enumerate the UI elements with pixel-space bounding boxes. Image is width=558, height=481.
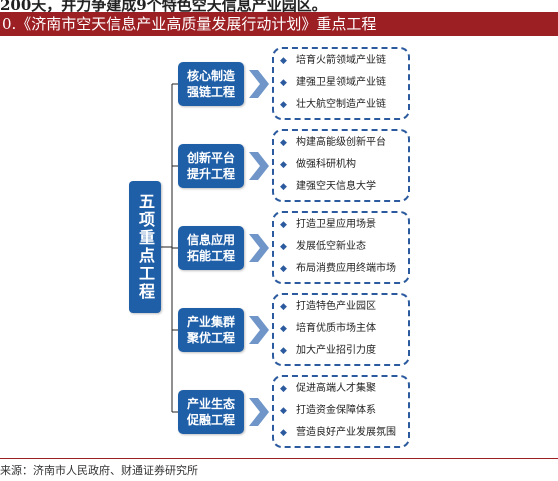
category-label-line2: 促融工程	[186, 413, 235, 427]
list-item: ◆培育优质市场主体	[280, 321, 402, 337]
chevron-arrow-icon	[249, 316, 269, 344]
list-item: ◆建强卫星领域产业链	[280, 75, 402, 91]
category-label-line1: 产业集群	[186, 315, 235, 329]
list-item: ◆壮大航空制造产业链	[280, 97, 402, 113]
category-label-line2: 强链工程	[186, 85, 235, 99]
diamond-bullet-icon: ◆	[280, 160, 287, 170]
chevron-arrow-icon	[249, 234, 269, 262]
item-group-industrial-cluster: ◆打造特色产业园区 ◆培育优质市场主体 ◆加大产业招引力度	[272, 293, 410, 366]
diamond-bullet-icon: ◆	[280, 384, 287, 394]
item-group-core-manufacturing: ◆培育火箭领域产业链 ◆建强卫星领域产业链 ◆壮大航空制造产业链	[272, 47, 410, 120]
diamond-bullet-icon: ◆	[280, 324, 287, 334]
diamond-bullet-icon: ◆	[280, 406, 287, 416]
chevron-arrow-icon	[249, 398, 269, 426]
category-box-information-application: 信息应用 拓能工程	[178, 226, 244, 270]
list-item: ◆促进高端人才集聚	[280, 381, 402, 397]
category-label-line1: 产业生态	[186, 397, 235, 411]
list-item: ◆做强科研机构	[280, 157, 402, 173]
list-item: ◆建强空天信息大学	[280, 179, 402, 195]
category-label-line2: 聚优工程	[186, 331, 235, 345]
list-item: ◆加大产业招引力度	[280, 343, 402, 359]
diamond-bullet-icon: ◆	[280, 346, 287, 356]
source-divider	[0, 458, 558, 459]
category-label-line2: 提升工程	[186, 167, 235, 181]
source-note: 来源：济南市人民政府、财通证券研究所	[0, 464, 198, 477]
diamond-bullet-icon: ◆	[280, 264, 287, 274]
main-label-box: 五项重点工程	[129, 181, 161, 313]
list-item: ◆打造特色产业园区	[280, 299, 402, 315]
diamond-bullet-icon: ◆	[280, 220, 287, 230]
category-label-line1: 信息应用	[186, 233, 235, 247]
category-box-industrial-ecosystem: 产业生态 促融工程	[178, 390, 244, 434]
category-box-innovation-platform: 创新平台 提升工程	[178, 144, 244, 188]
diamond-bullet-icon: ◆	[280, 302, 287, 312]
item-group-information-application: ◆打造卫星应用场景 ◆发展低空新业态 ◆布局消费应用终端市场	[272, 211, 410, 284]
category-label-line1: 创新平台	[186, 151, 235, 165]
list-item: ◆打造资金保障体系	[280, 403, 402, 419]
diamond-bullet-icon: ◆	[280, 182, 287, 192]
list-item: ◆布局消费应用终端市场	[280, 261, 402, 277]
list-item: ◆培育火箭领域产业链	[280, 53, 402, 69]
figure-title-bar: 0.《济南市空天信息产业高质量发展行动计划》重点工程	[0, 12, 558, 36]
category-box-industrial-cluster: 产业集群 聚优工程	[178, 308, 244, 352]
category-label-line2: 拓能工程	[186, 249, 235, 263]
item-group-industrial-ecosystem: ◆促进高端人才集聚 ◆打造资金保障体系 ◆营造良好产业发展氛围	[272, 375, 410, 448]
diamond-bullet-icon: ◆	[280, 100, 287, 110]
item-group-innovation-platform: ◆构建高能级创新平台 ◆做强科研机构 ◆建强空天信息大学	[272, 129, 410, 202]
diamond-bullet-icon: ◆	[280, 138, 287, 148]
diamond-bullet-icon: ◆	[280, 56, 287, 66]
list-item: ◆营造良好产业发展氛围	[280, 425, 402, 441]
list-item: ◆打造卫星应用场景	[280, 217, 402, 233]
top-text-fragment: 200天，并力争建成9个特色空天信息产业园区。	[0, 0, 327, 12]
list-item: ◆发展低空新业态	[280, 239, 402, 255]
diamond-bullet-icon: ◆	[280, 78, 287, 88]
diamond-bullet-icon: ◆	[280, 428, 287, 438]
chevron-arrow-icon	[249, 70, 269, 98]
category-label-line1: 核心制造	[186, 69, 235, 83]
category-box-core-manufacturing: 核心制造 强链工程	[178, 62, 244, 106]
chevron-arrow-icon	[249, 152, 269, 180]
list-item: ◆构建高能级创新平台	[280, 135, 402, 151]
diamond-bullet-icon: ◆	[280, 242, 287, 252]
